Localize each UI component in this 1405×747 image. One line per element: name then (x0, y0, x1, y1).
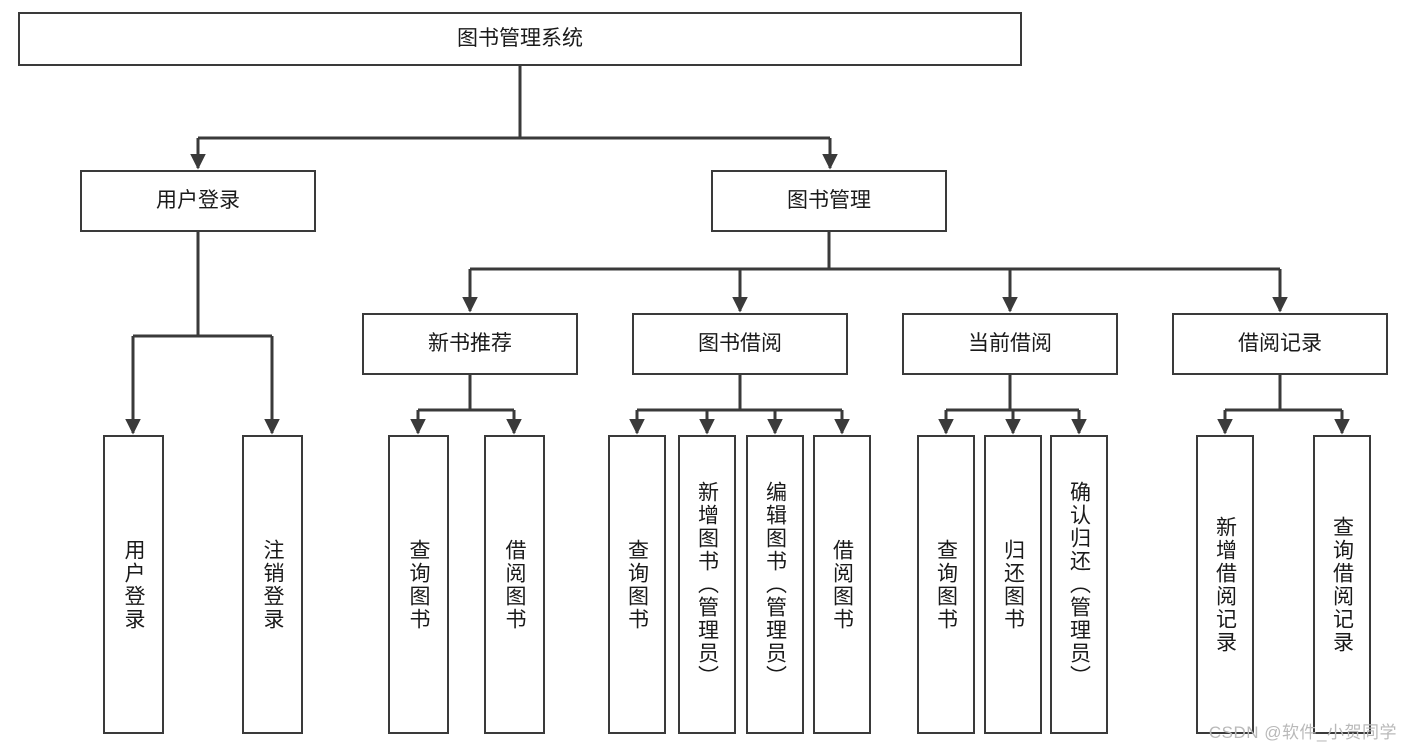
node-leaf-logout[interactable]: 注销登录 (242, 435, 303, 734)
node-book-management[interactable]: 图书管理 (711, 170, 947, 232)
node-leaf-edit-book-admin[interactable]: 编辑图书（管理员） (746, 435, 804, 734)
node-borrow-record[interactable]: 借阅记录 (1172, 313, 1388, 375)
node-new-book-recommend-label: 新书推荐 (428, 331, 512, 355)
node-leaf-query-book-recommend[interactable]: 查询图书 (388, 435, 449, 734)
node-leaf-edit-book-admin-label: 编辑图书（管理员） (763, 481, 787, 688)
node-leaf-add-book-admin-label: 新增图书（管理员） (695, 481, 719, 688)
node-book-borrow-label: 图书借阅 (698, 331, 782, 355)
node-new-book-recommend[interactable]: 新书推荐 (362, 313, 578, 375)
node-root[interactable]: 图书管理系统 (18, 12, 1022, 66)
node-leaf-user-login[interactable]: 用户登录 (103, 435, 164, 734)
node-leaf-query-book-borrow[interactable]: 查询图书 (608, 435, 666, 734)
node-leaf-add-borrow-record-label: 新增借阅记录 (1213, 515, 1237, 654)
node-leaf-borrow-book-recommend[interactable]: 借阅图书 (484, 435, 545, 734)
node-leaf-add-borrow-record[interactable]: 新增借阅记录 (1196, 435, 1254, 734)
node-leaf-borrow-book-label: 借阅图书 (830, 538, 854, 631)
node-book-management-label: 图书管理 (787, 188, 871, 212)
node-leaf-user-login-label: 用户登录 (122, 538, 146, 631)
node-leaf-query-book-current-label: 查询图书 (934, 538, 958, 631)
node-leaf-query-book-current[interactable]: 查询图书 (917, 435, 975, 734)
node-current-borrow-label: 当前借阅 (968, 331, 1052, 355)
node-leaf-logout-label: 注销登录 (261, 538, 285, 631)
node-user-login-label: 用户登录 (156, 188, 240, 212)
node-leaf-confirm-return-admin-label: 确认归还（管理员） (1067, 481, 1091, 688)
node-leaf-query-book-recommend-label: 查询图书 (407, 538, 431, 631)
node-leaf-confirm-return-admin[interactable]: 确认归还（管理员） (1050, 435, 1108, 734)
watermark: CSDN @软件_小贺同学 (1208, 723, 1397, 742)
node-leaf-query-borrow-record-label: 查询借阅记录 (1330, 515, 1354, 654)
node-leaf-add-book-admin[interactable]: 新增图书（管理员） (678, 435, 736, 734)
node-user-login[interactable]: 用户登录 (80, 170, 316, 232)
node-leaf-borrow-book-recommend-label: 借阅图书 (503, 538, 527, 631)
node-root-label: 图书管理系统 (457, 26, 583, 50)
node-leaf-query-borrow-record[interactable]: 查询借阅记录 (1313, 435, 1371, 734)
node-book-borrow[interactable]: 图书借阅 (632, 313, 848, 375)
node-leaf-query-book-borrow-label: 查询图书 (625, 538, 649, 631)
node-leaf-borrow-book[interactable]: 借阅图书 (813, 435, 871, 734)
node-leaf-return-book[interactable]: 归还图书 (984, 435, 1042, 734)
node-borrow-record-label: 借阅记录 (1238, 331, 1322, 355)
node-current-borrow[interactable]: 当前借阅 (902, 313, 1118, 375)
node-leaf-return-book-label: 归还图书 (1001, 538, 1025, 631)
